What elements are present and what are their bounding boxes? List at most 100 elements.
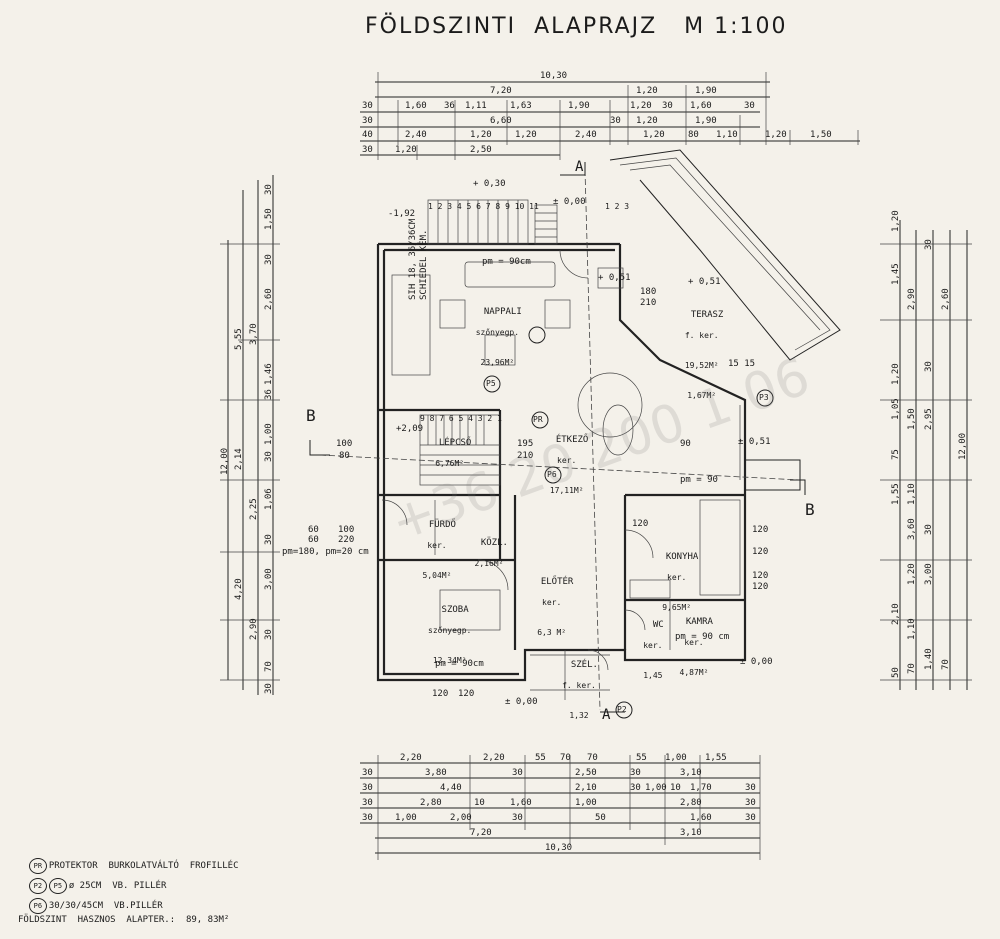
dim-120a: 120 bbox=[432, 689, 449, 699]
dim-right-mid-2: 2,90 bbox=[907, 288, 917, 310]
dim-b4-4: 1,00 bbox=[575, 798, 597, 808]
dim-r5-2: 1,20 bbox=[470, 130, 492, 140]
legend-code-p5: P5 bbox=[48, 878, 67, 894]
room-lepcso: LÉPCSŐ 6,76M² bbox=[428, 428, 471, 479]
dim-b3-7: 30 bbox=[745, 783, 756, 793]
dim-b1-2: 55 bbox=[535, 753, 546, 763]
column-p2: P2 bbox=[617, 705, 627, 714]
room-name: ÉTKEZŐ bbox=[555, 435, 589, 446]
dim-right-in-7: 30 bbox=[924, 524, 934, 535]
room-floor: f. ker. bbox=[684, 331, 719, 341]
dim-b6-1: 3,10 bbox=[680, 828, 702, 838]
dim-b7-0: 10,30 bbox=[545, 843, 573, 853]
dim-r6-1: 1,20 bbox=[395, 145, 417, 155]
room-floor: ker. bbox=[557, 456, 577, 466]
dim-b1-5: 55 bbox=[636, 753, 647, 763]
dim-left-in-2: 30 bbox=[264, 254, 274, 265]
dim-right-mid-3: 1,20 bbox=[891, 363, 901, 385]
dim-r4-1: 6,60 bbox=[490, 116, 512, 126]
room-floor: ker. bbox=[427, 541, 447, 551]
room-name: WC bbox=[652, 620, 664, 631]
dim-b1-6: 1,00 bbox=[665, 753, 687, 763]
dim-r4-3: 1,20 bbox=[636, 116, 658, 126]
section-b-left: B bbox=[306, 406, 316, 425]
room-floor: szőnyegp. bbox=[428, 626, 472, 636]
furniture bbox=[391, 261, 741, 631]
legend-code-p6: P6 bbox=[28, 898, 47, 914]
dim-right-mid-4: 2,95 bbox=[924, 408, 934, 430]
top-dimension-lines bbox=[360, 72, 860, 160]
dim-b6-0: 7,20 bbox=[470, 828, 492, 838]
room-name: SZOBA bbox=[441, 605, 469, 616]
dim-r4-0: 30 bbox=[362, 116, 373, 126]
dim-left-in-4: 1,46 bbox=[264, 363, 274, 385]
dim-top-7-20: 7,20 bbox=[490, 86, 512, 96]
dim-b5-1: 1,00 bbox=[395, 813, 417, 823]
dim-b1-4: 70 bbox=[587, 753, 598, 763]
dim-b3-4: 1,00 bbox=[645, 783, 667, 793]
room-area: 6,3 M² bbox=[537, 627, 567, 637]
room-area: 17,11M² bbox=[549, 485, 584, 495]
dim-b5-3: 30 bbox=[512, 813, 523, 823]
section-b-right: B bbox=[805, 500, 815, 519]
dim-left-in-1: 1,50 bbox=[264, 208, 274, 230]
dim-120c: 120 bbox=[752, 525, 769, 535]
dim-120b: 120 bbox=[458, 689, 475, 699]
room-wc: WC ker. 1,45 bbox=[642, 610, 664, 690]
dim-r5-5: 1,20 bbox=[643, 130, 665, 140]
room-name: KAMRA bbox=[685, 617, 713, 628]
dim-right-mid-5: 1,55 bbox=[891, 483, 901, 505]
note-pm-nappali: pm = 90cm bbox=[482, 257, 531, 267]
legend-text: PROTEKTOR BURKOLATVÁLTÓ FROFILLÉC bbox=[48, 861, 239, 871]
dim-r3-1: 1,60 bbox=[405, 101, 427, 111]
dim-left-in-6: 1,00 bbox=[264, 423, 274, 445]
dim-right-in-8: 1,20 bbox=[907, 563, 917, 585]
column-p5: P5 bbox=[486, 379, 496, 388]
room-name: SZÉL. bbox=[570, 660, 598, 671]
room-name: LÉPCSŐ bbox=[438, 438, 472, 449]
dim-left-in-10: 3,00 bbox=[264, 568, 274, 590]
dim-left-mid-2: 2,14 bbox=[234, 448, 244, 470]
dim-b3-6: 1,70 bbox=[690, 783, 712, 793]
dim-b5-0: 30 bbox=[362, 813, 373, 823]
dim-210b: 210 bbox=[517, 451, 534, 461]
room-area: 5,04M² bbox=[422, 570, 452, 580]
section-a-top: A bbox=[575, 159, 584, 175]
dim-b1-3: 70 bbox=[560, 753, 571, 763]
columns bbox=[483, 326, 774, 719]
room-furdo: FÜRDŐ ker. 5,04M² bbox=[418, 510, 456, 590]
dim-r5-6: 80 bbox=[688, 130, 699, 140]
dim-right-mid-11: 50 bbox=[891, 667, 901, 678]
dim-right-in-9: 70 bbox=[907, 663, 917, 674]
level-030: + 0,30 bbox=[473, 179, 506, 189]
dim-b2-2: 30 bbox=[512, 768, 523, 778]
level-000b: ± 0,00 bbox=[505, 697, 538, 707]
dim-right-mid-0: 1,20 bbox=[891, 210, 901, 232]
room-name: TERASZ bbox=[690, 310, 724, 321]
marker-pr: PR bbox=[533, 415, 543, 424]
dim-b2-3: 2,50 bbox=[575, 768, 597, 778]
dim-r3-5: 1,90 bbox=[568, 101, 590, 111]
dim-b2-0: 30 bbox=[362, 768, 373, 778]
bottom-dimension-lines bbox=[360, 755, 761, 860]
room-szoba: SZOBA szőnyegp. 12,34M² bbox=[428, 595, 471, 675]
dim-right-in-0: 30 bbox=[924, 239, 934, 250]
dim-r5-0: 40 bbox=[362, 130, 373, 140]
door-swings bbox=[381, 249, 654, 671]
level-051: + 0,51 bbox=[598, 273, 631, 283]
dim-60: 60 bbox=[308, 525, 319, 535]
dim-left-mid-3: 2,25 bbox=[249, 498, 259, 520]
level-051-terasz: + 0,51 bbox=[688, 277, 721, 287]
dim-right-mid-1: 1,45 bbox=[891, 263, 901, 285]
dim-r6-0: 30 bbox=[362, 145, 373, 155]
dim-left-in-11: 30 bbox=[264, 629, 274, 640]
dim-left-mid-5: 2,90 bbox=[249, 618, 259, 640]
dim-b4-6: 30 bbox=[745, 798, 756, 808]
dim-left-in-7: 30 bbox=[264, 451, 274, 462]
dim-left-outer: 12,00 bbox=[220, 447, 230, 475]
room-etkezo: ÉTKEZŐ ker. 17,11M² bbox=[545, 425, 589, 505]
dim-120e: 120 bbox=[752, 571, 769, 581]
dim-left-in-12: 70 bbox=[264, 661, 274, 672]
